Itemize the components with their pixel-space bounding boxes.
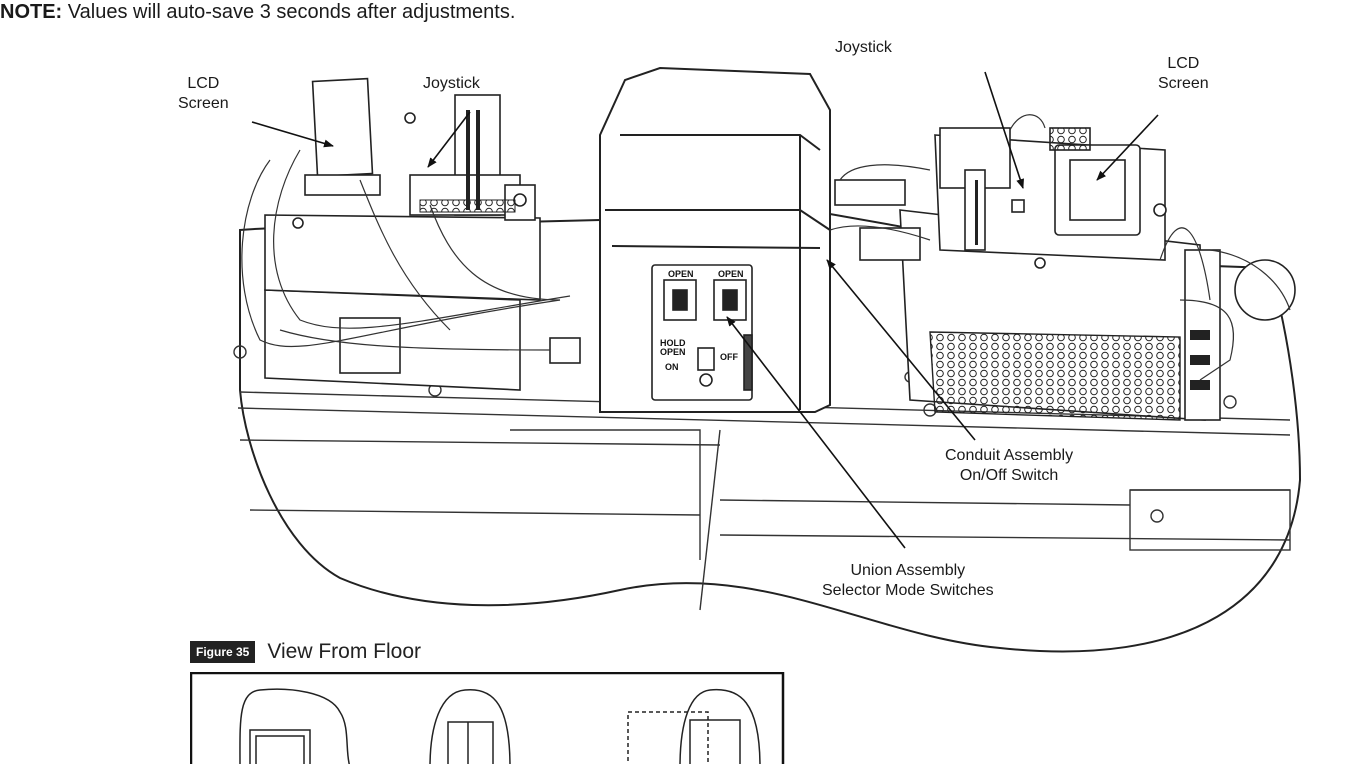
callout-joystick-right: Joystick — [835, 39, 892, 56]
callout-leaders — [251, 71, 1159, 549]
figure-tag: Figure 35 — [190, 641, 256, 663]
left-terminal-strip — [419, 110, 516, 213]
switch-open-right-label: OPEN — [718, 269, 744, 279]
switch-hold-label-1: HOLD — [660, 338, 686, 348]
figure-caption-row: Figure 35 View From Floor — [190, 640, 421, 664]
switch-hold-label-2: OPEN — [660, 347, 686, 357]
switch-off-label: OFF — [720, 352, 738, 362]
switch-on-label: ON — [665, 362, 679, 372]
perforated-vent — [929, 331, 1181, 421]
note-text: NOTE: Values will auto-save 3 seconds af… — [0, 1, 516, 23]
selector-switch-panel — [651, 264, 753, 401]
floor-view-figure — [190, 672, 785, 764]
callout-joystick-left: Joystick — [423, 75, 480, 92]
switch-open-left-label: OPEN — [668, 269, 694, 279]
left-control-board — [264, 77, 581, 391]
figure-caption: View From Floor — [267, 640, 422, 663]
